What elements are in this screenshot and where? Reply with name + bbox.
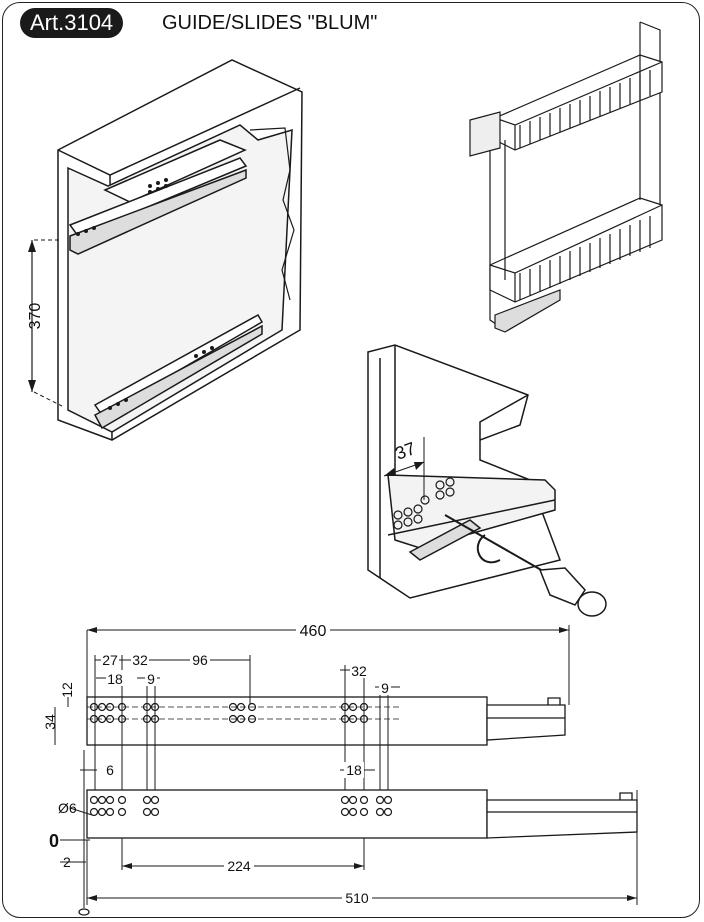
page-title: GUIDE/SLIDES "BLUM" [162, 12, 378, 34]
dim-2: 2 [63, 854, 71, 870]
dim-32: 32 [132, 652, 148, 668]
dim-6: 6 [106, 762, 114, 778]
dim-overall-460: 460 [300, 623, 327, 640]
height-dimension-label: 370 [27, 303, 44, 330]
dim-18-bottom: 18 [346, 762, 362, 778]
dim-9-right: 9 [381, 680, 389, 696]
dim-27: 27 [102, 652, 118, 668]
dim-9: 9 [147, 671, 155, 687]
dim-origin: 0 [49, 831, 59, 851]
dim-12: 12 [59, 682, 75, 698]
dim-34: 34 [42, 714, 58, 730]
dim-224: 224 [227, 858, 251, 874]
dim-18: 18 [107, 671, 123, 687]
dim-96: 96 [192, 652, 208, 668]
article-badge: Art.3104 [20, 8, 124, 38]
dim-32-right: 32 [351, 663, 367, 679]
dim-hole-diameter: Ø6 [58, 800, 77, 816]
dim-510: 510 [345, 890, 369, 906]
